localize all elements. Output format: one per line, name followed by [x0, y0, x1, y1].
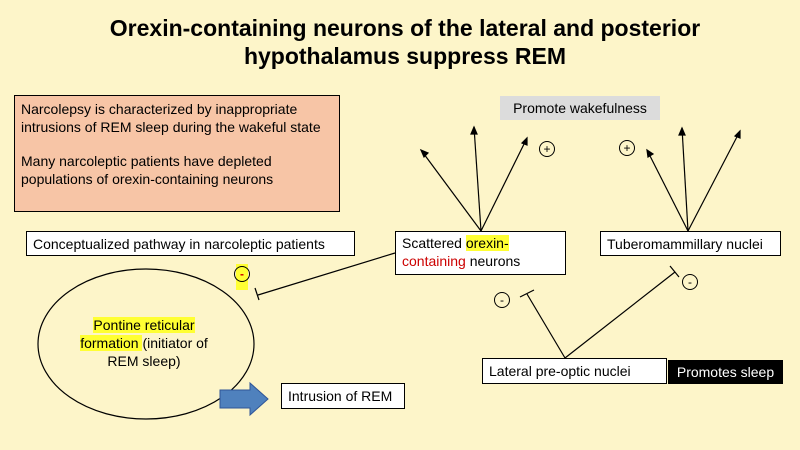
minus-sign-orexin: -: [234, 266, 250, 282]
preoptic-inhibition-lines: [519, 265, 680, 359]
tubero-wake-arrows: [646, 126, 741, 232]
info-paragraph-1: Narcolepsy is characterized by inappropr…: [21, 101, 321, 135]
pontine-highlight-2: formation: [80, 335, 143, 351]
intrusion-box: Intrusion of REM: [281, 383, 405, 409]
minus-sign-preoptic-orexin: -: [494, 292, 510, 308]
pontine-label: Pontine reticular formation (initiator of…: [74, 316, 214, 370]
promotes-sleep-label: Promotes sleep: [668, 360, 783, 384]
info-paragraph-2: Many narcoleptic patients have depleted …: [21, 153, 274, 187]
orexin-wake-arrows: [419, 125, 528, 232]
orexin-prefix: Scattered: [402, 235, 466, 251]
plus-sign-tubero: +: [619, 140, 635, 156]
minus-sign-preoptic-tubero: -: [682, 274, 698, 290]
plus-sign-orexin: +: [539, 141, 555, 157]
orexin-highlight: orexin-: [465, 235, 509, 251]
slide-title: Orexin-containing neurons of the lateral…: [109, 15, 701, 69]
pontine-highlight-1: Pontine reticular: [93, 317, 195, 333]
pathway-label-box: Conceptualized pathway in narcoleptic pa…: [26, 231, 355, 256]
blue-arrow: [219, 381, 269, 417]
pontine-rest: (initiator of REM sleep): [107, 335, 208, 369]
preoptic-box: Lateral pre-optic nuclei: [482, 358, 667, 384]
orexin-red-text: containing: [402, 253, 466, 269]
orexin-suffix: neurons: [465, 253, 521, 269]
pontine-ellipse: [37, 268, 255, 420]
promote-wakefulness-label: Promote wakefulness: [500, 96, 660, 120]
orexin-neurons-box: Scattered orexin-containing neurons: [395, 231, 566, 275]
orexin-inhibition-line: [254, 252, 396, 301]
tuberomammillary-box: Tuberomammillary nuclei: [600, 231, 781, 256]
narcolepsy-info-box: Narcolepsy is characterized by inappropr…: [14, 95, 340, 212]
